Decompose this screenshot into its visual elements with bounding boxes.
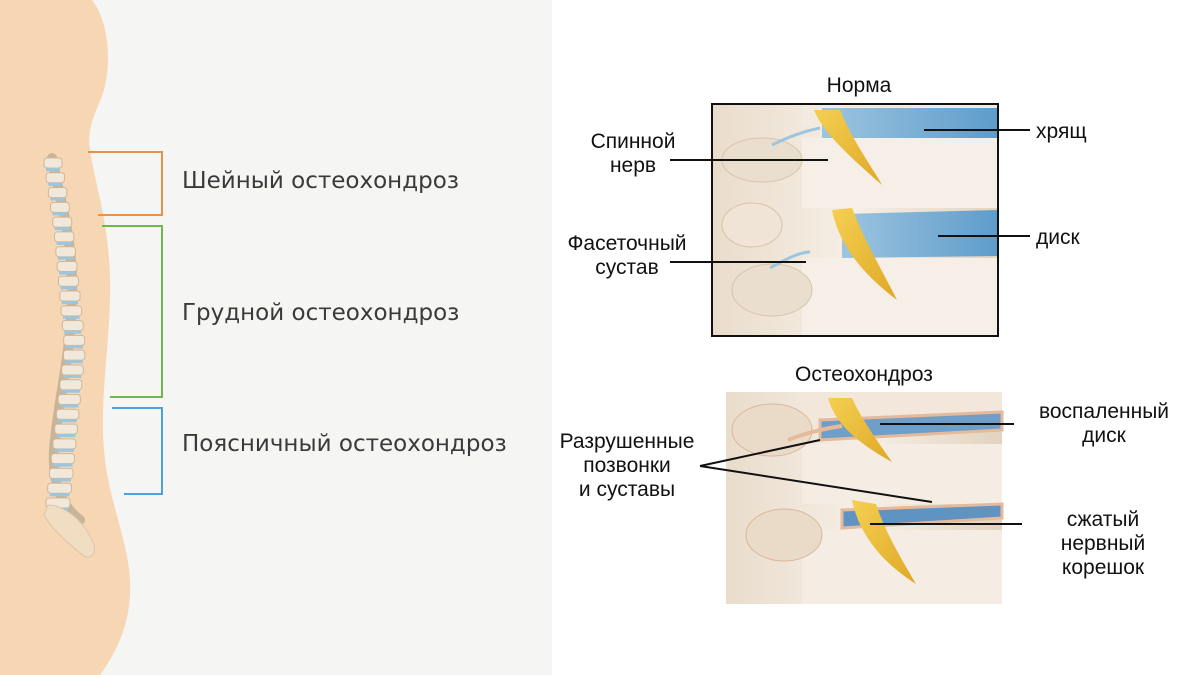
osteo-panel-title: Остеохондроз — [774, 363, 954, 387]
intervertebral-disc-segment — [55, 227, 70, 230]
vertebra-segment — [53, 439, 76, 449]
spinal-nerve-label: Спинной нерв — [578, 130, 688, 178]
osteochondrosis-spine-panel — [700, 392, 1022, 604]
intervertebral-disc-segment — [59, 271, 75, 274]
thoracic-label: Грудной остеохондроз — [182, 300, 459, 326]
intervertebral-disc-segment — [63, 316, 80, 319]
thoracic-bracket — [102, 226, 162, 397]
damaged-vertebra-mid — [802, 444, 1002, 504]
facet-joint-label: Фасеточный сустав — [552, 232, 702, 280]
intervertebral-disc-segment — [51, 478, 70, 481]
cervical-label: Шейный остеохондроз — [182, 168, 459, 194]
anatomy-panel: Норма Остеохондроз Спинной нерв Фасеточн… — [552, 0, 1200, 675]
vertebra-segment — [48, 188, 67, 198]
intervertebral-disc-segment — [48, 183, 62, 186]
vertebra-segment — [58, 395, 80, 405]
destroyed-vertebrae-label: Разрушенные позвонки и суставы — [552, 430, 702, 502]
vertebra-segment — [62, 321, 83, 331]
intervertebral-disc-segment — [66, 345, 83, 348]
disc-label: диск — [1036, 226, 1080, 250]
lumbar-bracket — [112, 408, 162, 494]
inflamed-disc-label: воспаленный диск — [1014, 400, 1194, 448]
cartilage-label: хрящ — [1036, 120, 1087, 144]
intervertebral-disc-segment — [57, 242, 72, 245]
normal-spine-panel — [670, 104, 1030, 336]
lumbar-label: Поясничный остеохондроз — [182, 431, 507, 457]
vertebra-segment — [44, 158, 62, 168]
vertebra-segment — [48, 483, 72, 493]
vertebra-segment — [55, 424, 78, 434]
vertebra-segment — [51, 454, 74, 464]
vertebra-segment — [57, 261, 77, 271]
vertebra-segment — [53, 217, 72, 227]
vertebra-segment — [51, 202, 70, 212]
intervertebral-disc-segment — [62, 301, 78, 304]
vertebra-segment — [56, 247, 76, 257]
intervertebral-disc-segment — [53, 212, 68, 215]
vertebra-segment — [62, 365, 84, 375]
spine-silhouette-illustration — [0, 0, 552, 675]
intervertebral-disc-segment — [60, 286, 76, 289]
intervertebral-disc-segment — [55, 449, 74, 452]
vertebra-segment — [60, 291, 80, 301]
vertebra-body-bottom — [802, 258, 998, 336]
intervertebral-disc-segment — [50, 493, 70, 496]
intervertebral-disc-segment — [46, 168, 60, 171]
vertebra-segment — [49, 468, 72, 478]
intervertebral-disc-segment — [50, 198, 65, 201]
vertebra-segment — [61, 306, 82, 316]
compressed-nerve-root-label: сжатый нервный корешок — [1028, 508, 1178, 580]
vertebra-body-mid — [802, 138, 998, 208]
vertebra-segment — [63, 350, 84, 360]
normal-panel-title: Норма — [814, 74, 904, 98]
vertebra-segment — [64, 335, 85, 345]
vertebra-segment — [56, 409, 78, 419]
intervertebral-disc-segment — [58, 419, 76, 422]
vertebra-segment — [55, 232, 74, 242]
intervertebral-disc-segment — [60, 405, 78, 408]
vertebra-segment — [58, 276, 78, 286]
intervertebral-disc-segment — [53, 464, 72, 467]
intervertebral-disc-segment — [57, 434, 76, 437]
intervertebral-disc-segment — [64, 375, 82, 378]
intervertebral-disc-segment — [64, 331, 81, 334]
intervertebral-disc-segment — [58, 257, 74, 260]
vertebra-segment — [60, 380, 82, 390]
intervertebral-disc-segment — [65, 360, 82, 363]
body-silhouette-panel: Шейный остеохондроз Грудной остеохондроз… — [0, 0, 552, 675]
vertebra-segment — [46, 173, 64, 183]
intervertebral-disc-segment — [62, 390, 80, 393]
